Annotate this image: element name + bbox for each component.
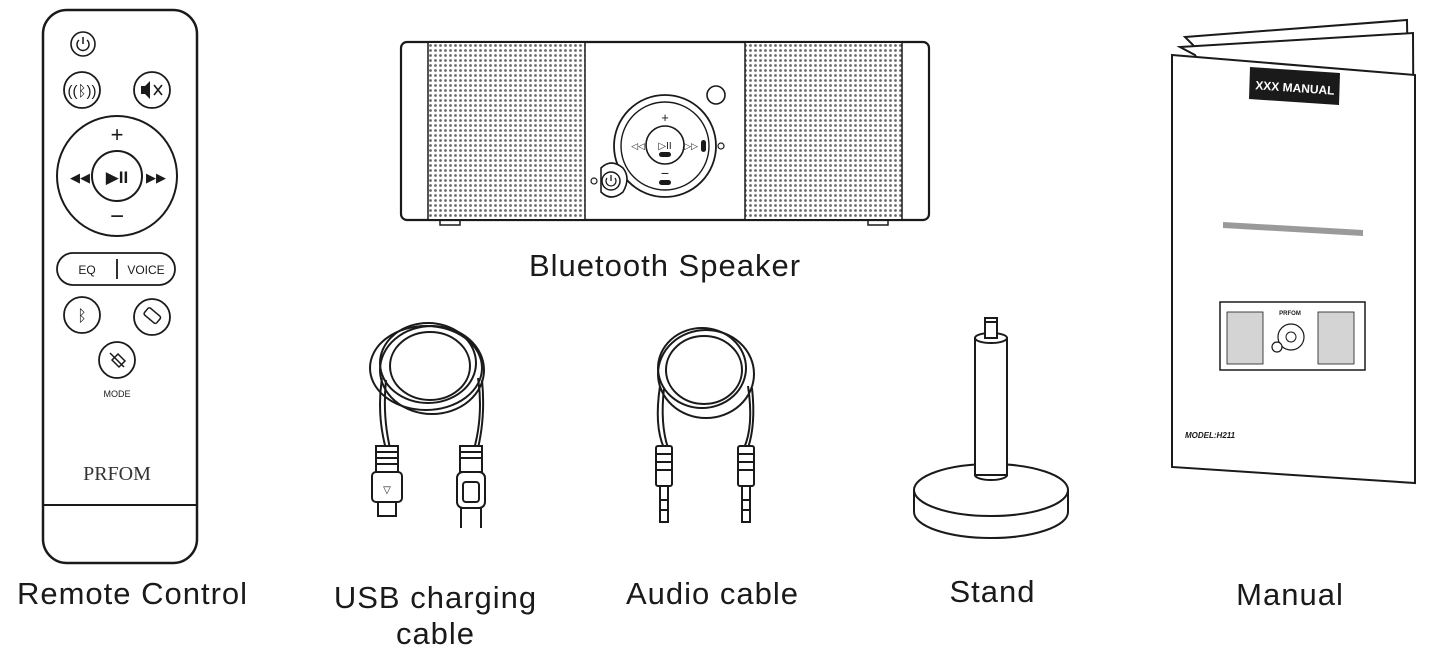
manual-caption: Manual — [1236, 577, 1344, 612]
usb-cable-caption-line1: USB charging — [333, 580, 538, 615]
usb-cable-caption: USB charging cable — [318, 580, 553, 652]
bluetooth-audio-icon: ((ᛒ)) — [63, 71, 101, 109]
remote-control-drawing: ((ᛒ)) + − ◀◀ ▶▶ ▶II EQ VOICE ᛒ — [41, 8, 199, 565]
stand-caption: Stand — [949, 574, 1036, 609]
svg-text:+: + — [661, 110, 669, 125]
audio-cable — [640, 318, 780, 538]
bluetooth-speaker-drawing: + − ◁◁ ▷▷ ▷II — [399, 40, 931, 226]
svg-text:◁◁: ◁◁ — [631, 141, 645, 151]
bluetooth-speaker-caption: Bluetooth Speaker — [528, 248, 802, 283]
remote-control-caption: Remote Control — [16, 576, 249, 611]
svg-text:▽: ▽ — [383, 485, 391, 496]
dpad: + − ◀◀ ▶▶ ▶II — [56, 115, 178, 237]
usb-cable-drawing: ▽ — [369, 322, 486, 533]
mode-icon — [98, 341, 136, 379]
volume-up-icon: + — [111, 122, 124, 147]
power-icon — [70, 31, 96, 57]
svg-text:▷▷: ▷▷ — [684, 141, 698, 151]
next-icon: ▶▶ — [146, 170, 166, 185]
svg-text:ᛒ: ᛒ — [77, 308, 87, 325]
previous-icon: ◀◀ — [70, 170, 90, 185]
voice-button-label: VOICE — [127, 263, 164, 277]
svg-text:−: − — [661, 165, 669, 181]
stand — [906, 310, 1076, 545]
bluetooth-speaker: + − ◁◁ ▷▷ ▷II — [398, 38, 933, 235]
usb-cable-caption-line2: cable — [395, 616, 476, 651]
mode-label: MODE — [104, 389, 131, 399]
manual-cover-title: XXX MANUAL — [1255, 78, 1335, 98]
manual: XXX MANUAL PRFOM MODEL:H211 — [1165, 15, 1425, 495]
usb-charging-cable: ▽ — [360, 318, 500, 533]
stand-drawing — [913, 317, 1069, 539]
manual-drawing: XXX MANUAL PRFOM MODEL:H211 — [1171, 18, 1417, 485]
eq-button-label: EQ — [78, 263, 95, 277]
bluetooth-icon: ᛒ — [63, 296, 101, 334]
manual-model: MODEL:H211 — [1185, 431, 1236, 440]
speaker-power-icon — [601, 171, 621, 191]
svg-text:((ᛒ)): ((ᛒ)) — [68, 83, 97, 100]
volume-down-icon: − — [110, 203, 124, 230]
mute-icon — [133, 71, 171, 109]
play-pause-icon: ▶II — [106, 168, 129, 187]
svg-text:▷II: ▷II — [658, 141, 671, 152]
remote-brand: PRFOM — [83, 463, 151, 485]
remote-control: ((ᛒ)) + − ◀◀ ▶▶ ▶II EQ VOICE ᛒ — [40, 8, 200, 573]
audio-cable-caption: Audio cable — [625, 576, 799, 611]
audio-cable-drawing — [655, 327, 755, 523]
usb-mode-icon — [133, 298, 171, 336]
manual-brand: PRFOM — [1279, 311, 1301, 317]
